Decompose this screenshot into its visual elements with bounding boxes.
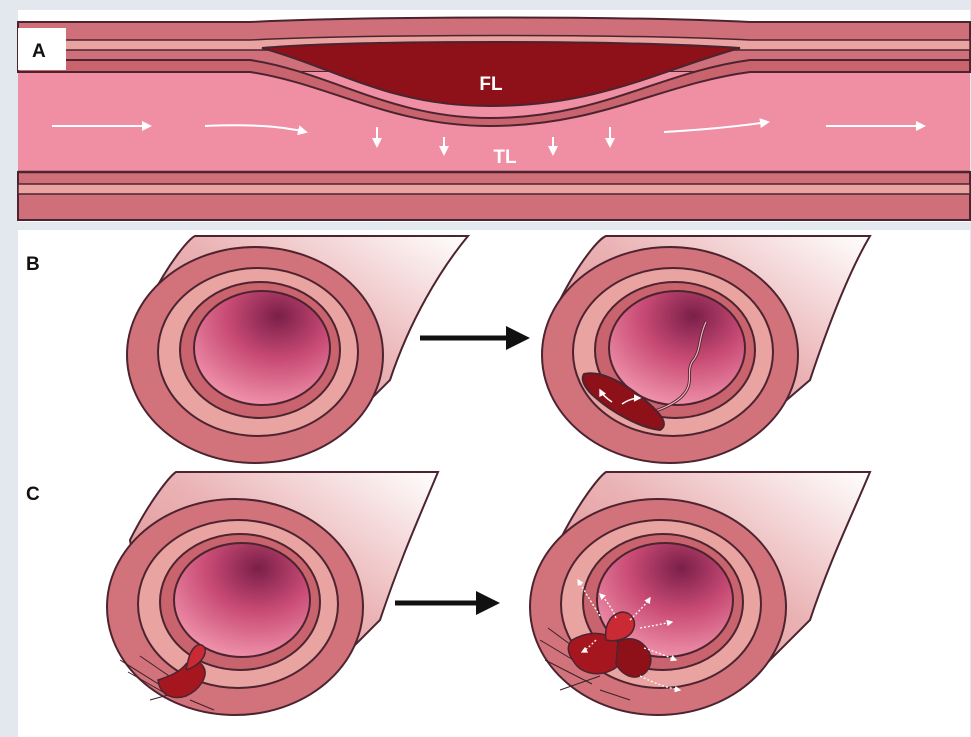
false-lumen-label: FL — [479, 74, 503, 95]
panel-a-label: A — [32, 41, 46, 62]
panel-a: FL TL A — [18, 10, 970, 222]
panel-c-label: C — [26, 484, 40, 505]
panel-b-label: B — [26, 254, 40, 275]
lumen — [194, 291, 330, 405]
true-lumen-label: TL — [493, 147, 517, 168]
lumen — [174, 543, 310, 657]
lower-wall-media — [18, 184, 970, 194]
lower-wall-adventitia — [18, 172, 970, 220]
